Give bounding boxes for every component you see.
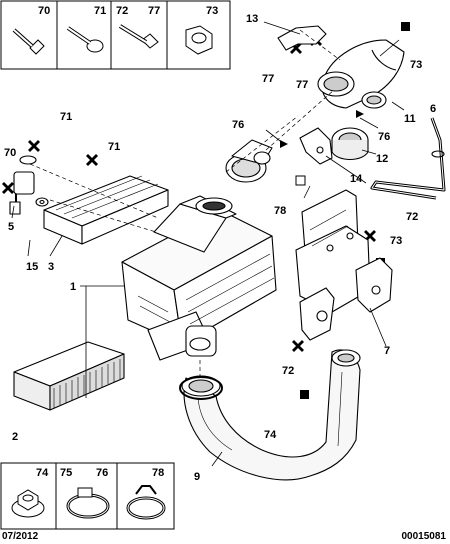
callout-5: 5 [8, 221, 14, 233]
resonator-sleeve [331, 127, 369, 161]
air-temperature-sensor [9, 155, 49, 215]
callout-72-a: 72 [406, 211, 418, 223]
legend-label-75: 75 [60, 467, 72, 479]
screw-71-icon [66, 26, 104, 53]
assembly-lines [29, 29, 341, 380]
air-box-housing [121, 195, 277, 361]
air-flow-sensor [225, 139, 273, 183]
callout-78: 78 [274, 205, 286, 217]
hose-bracket [277, 25, 327, 51]
legend-label-73: 73 [206, 5, 218, 17]
legend-label-78: 78 [152, 467, 164, 479]
callout-9: 9 [194, 471, 200, 483]
intake-hose [317, 39, 405, 109]
callout-77-b: 77 [296, 79, 308, 91]
callout-74: 74 [264, 429, 277, 441]
callout-12: 12 [376, 153, 388, 165]
spring-clamp-78-icon [126, 485, 166, 520]
callout-3: 3 [48, 261, 54, 273]
legend-label-74: 74 [36, 467, 49, 479]
mounting-bracket [295, 189, 393, 341]
callout-7: 7 [384, 345, 390, 357]
callout-76-a: 76 [232, 119, 244, 131]
callout-77-a: 77 [262, 73, 274, 85]
footer-date: 07/2012 [2, 531, 39, 542]
callout-71-b: 71 [108, 141, 120, 153]
flange-nut-74-icon [11, 489, 45, 518]
callout-14: 14 [350, 173, 363, 185]
footer-reference: 00015081 [401, 531, 447, 542]
hardware-legend-bottom [0, 462, 175, 530]
callout-11: 11 [404, 113, 416, 125]
legend-label-71: 71 [94, 5, 106, 17]
leader-lines [11, 21, 405, 467]
legend-label-76: 76 [96, 467, 108, 479]
hose-clip [299, 127, 333, 165]
bolt-72-77-icon [118, 24, 159, 49]
bolt-70-icon [12, 28, 45, 55]
air-filter-element [13, 341, 125, 411]
callout-1: 1 [70, 281, 76, 293]
callout-70: 70 [4, 147, 16, 159]
callout-72-b: 72 [282, 365, 294, 377]
support-rod [370, 117, 446, 200]
legend-label-70: 70 [38, 5, 50, 17]
callout-2: 2 [12, 431, 18, 443]
hardware-legend-top [0, 0, 231, 70]
duct-clamp [179, 376, 223, 400]
hose-clamp-75-76-icon [66, 487, 110, 519]
callout-labels: 13 73 77 77 6 11 76 76 12 71 71 70 14 78… [4, 13, 436, 483]
callout-6: 6 [430, 103, 436, 115]
lower-air-duct [181, 349, 361, 481]
filter-housing-lid [43, 175, 169, 245]
legend-label-77: 77 [148, 5, 160, 17]
callout-73-top: 73 [410, 59, 422, 71]
nut-73-icon [185, 25, 213, 55]
callout-76-b: 76 [378, 131, 390, 143]
legend-label-72: 72 [116, 5, 128, 17]
callout-71-a: 71 [60, 111, 72, 123]
callout-73-b: 73 [390, 235, 402, 247]
callout-13: 13 [246, 13, 258, 25]
callout-15: 15 [26, 261, 38, 273]
